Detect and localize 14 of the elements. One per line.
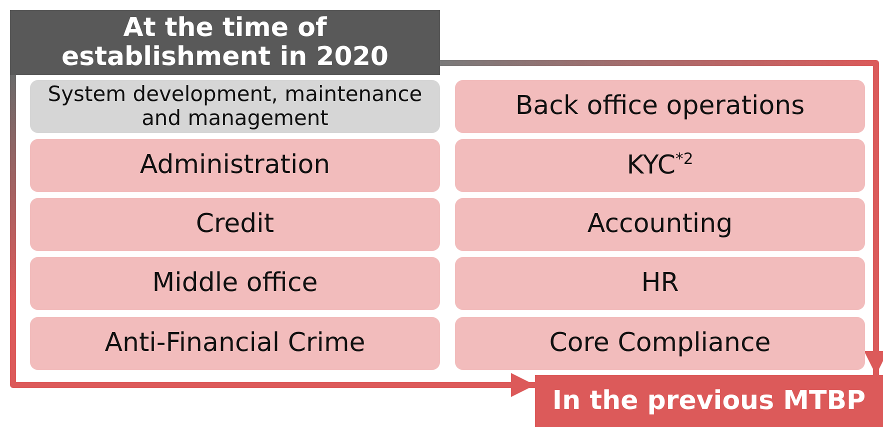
function-box: HR [455, 257, 865, 310]
function-box: Core Compliance [455, 317, 865, 370]
function-box: Anti-Financial Crime [30, 317, 440, 370]
flow-arrow [440, 60, 883, 375]
title-banner: At the time of establishment in 2020 [10, 10, 440, 75]
flow-arrow [10, 75, 535, 397]
function-box: Middle office [30, 257, 440, 310]
function-box: Credit [30, 198, 440, 251]
function-box: Accounting [455, 198, 865, 251]
function-box: System development, maintenance and management [30, 80, 440, 133]
function-box: Administration [30, 139, 440, 192]
function-box: Back office operations [455, 80, 865, 133]
target-banner: In the previous MTBP [535, 375, 883, 427]
function-box: KYC$^{*2}$ [455, 139, 865, 192]
